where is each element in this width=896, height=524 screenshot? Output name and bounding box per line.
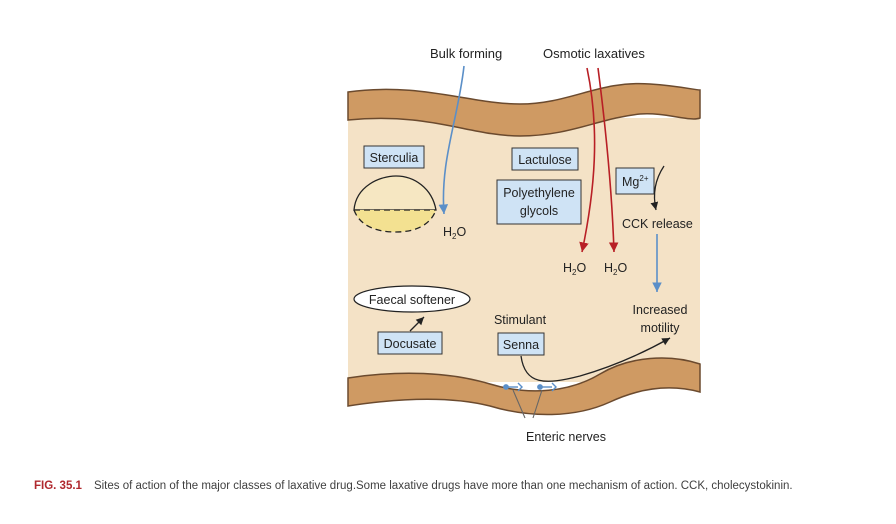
faecal-softener-ellipse [353, 285, 471, 313]
faeces-outline-bottom [353, 209, 437, 233]
water-o: O [617, 261, 627, 275]
water-h: H [443, 225, 452, 239]
caption-text: Sites of action of the major classes of … [93, 480, 793, 492]
docusate-box [377, 331, 443, 355]
motility-label: motility [641, 321, 681, 335]
lactulose-box [511, 147, 579, 171]
faeces-top [353, 175, 437, 211]
polyethylene-glycols-box [496, 179, 582, 225]
sterculia-label: Sterculia [370, 151, 419, 165]
figure-number: FIG. 35.1 [34, 480, 82, 492]
water-o: O [456, 225, 466, 239]
docusate-label: Docusate [384, 337, 437, 351]
magnesium-label: Mg2+ [622, 174, 649, 189]
osmotic-arrow-right [597, 67, 619, 253]
cck-release-label: CCK release [622, 217, 693, 231]
enteric-nerve-right [537, 382, 557, 392]
senna-box [497, 332, 545, 356]
bulk-forming-label: Bulk forming [430, 46, 502, 61]
water-h: H [604, 261, 613, 275]
increased-label: Increased [633, 303, 688, 317]
senna-label: Senna [503, 338, 539, 352]
faecal-softener-label: Faecal softener [369, 293, 455, 307]
enteric-nerves-pointer [512, 389, 543, 419]
stimulant-label: Stimulant [494, 313, 547, 327]
figure-caption: FIG. 35.1 Sites of action of the major cl… [34, 480, 884, 492]
senna-motility-arrow [520, 337, 671, 382]
water-o: O [576, 261, 586, 275]
glycols-label: glycols [520, 204, 558, 218]
water-sub: 2 [613, 268, 618, 277]
magnesium-base: Mg [622, 175, 639, 189]
water-label-osmotic-left: H2O [563, 261, 586, 277]
magnesium-sup: 2+ [639, 174, 648, 183]
water-h: H [563, 261, 572, 275]
docusate-arrow [409, 316, 425, 332]
osmotic-laxatives-label: Osmotic laxatives [543, 46, 645, 61]
magnesium-box [615, 167, 655, 195]
sterculia-box [363, 145, 425, 169]
water-sub: 2 [572, 268, 577, 277]
bottom-intestinal-wall [347, 357, 701, 416]
water-label-osmotic-right: H2O [604, 261, 627, 277]
osmotic-arrow-left [579, 67, 596, 253]
top-intestinal-wall [347, 82, 701, 137]
polyethylene-label: Polyethylene [503, 186, 575, 200]
lactulose-label: Lactulose [518, 153, 572, 167]
enteric-nerve-left [503, 382, 523, 392]
magnesium-arrow [650, 165, 665, 211]
enteric-nerves-label: Enteric nerves [526, 430, 606, 444]
bulk-forming-arrow [438, 65, 465, 215]
water-sub: 2 [452, 232, 457, 241]
faeces-bottom [354, 210, 436, 232]
water-label-bulk: H2O [443, 225, 466, 241]
